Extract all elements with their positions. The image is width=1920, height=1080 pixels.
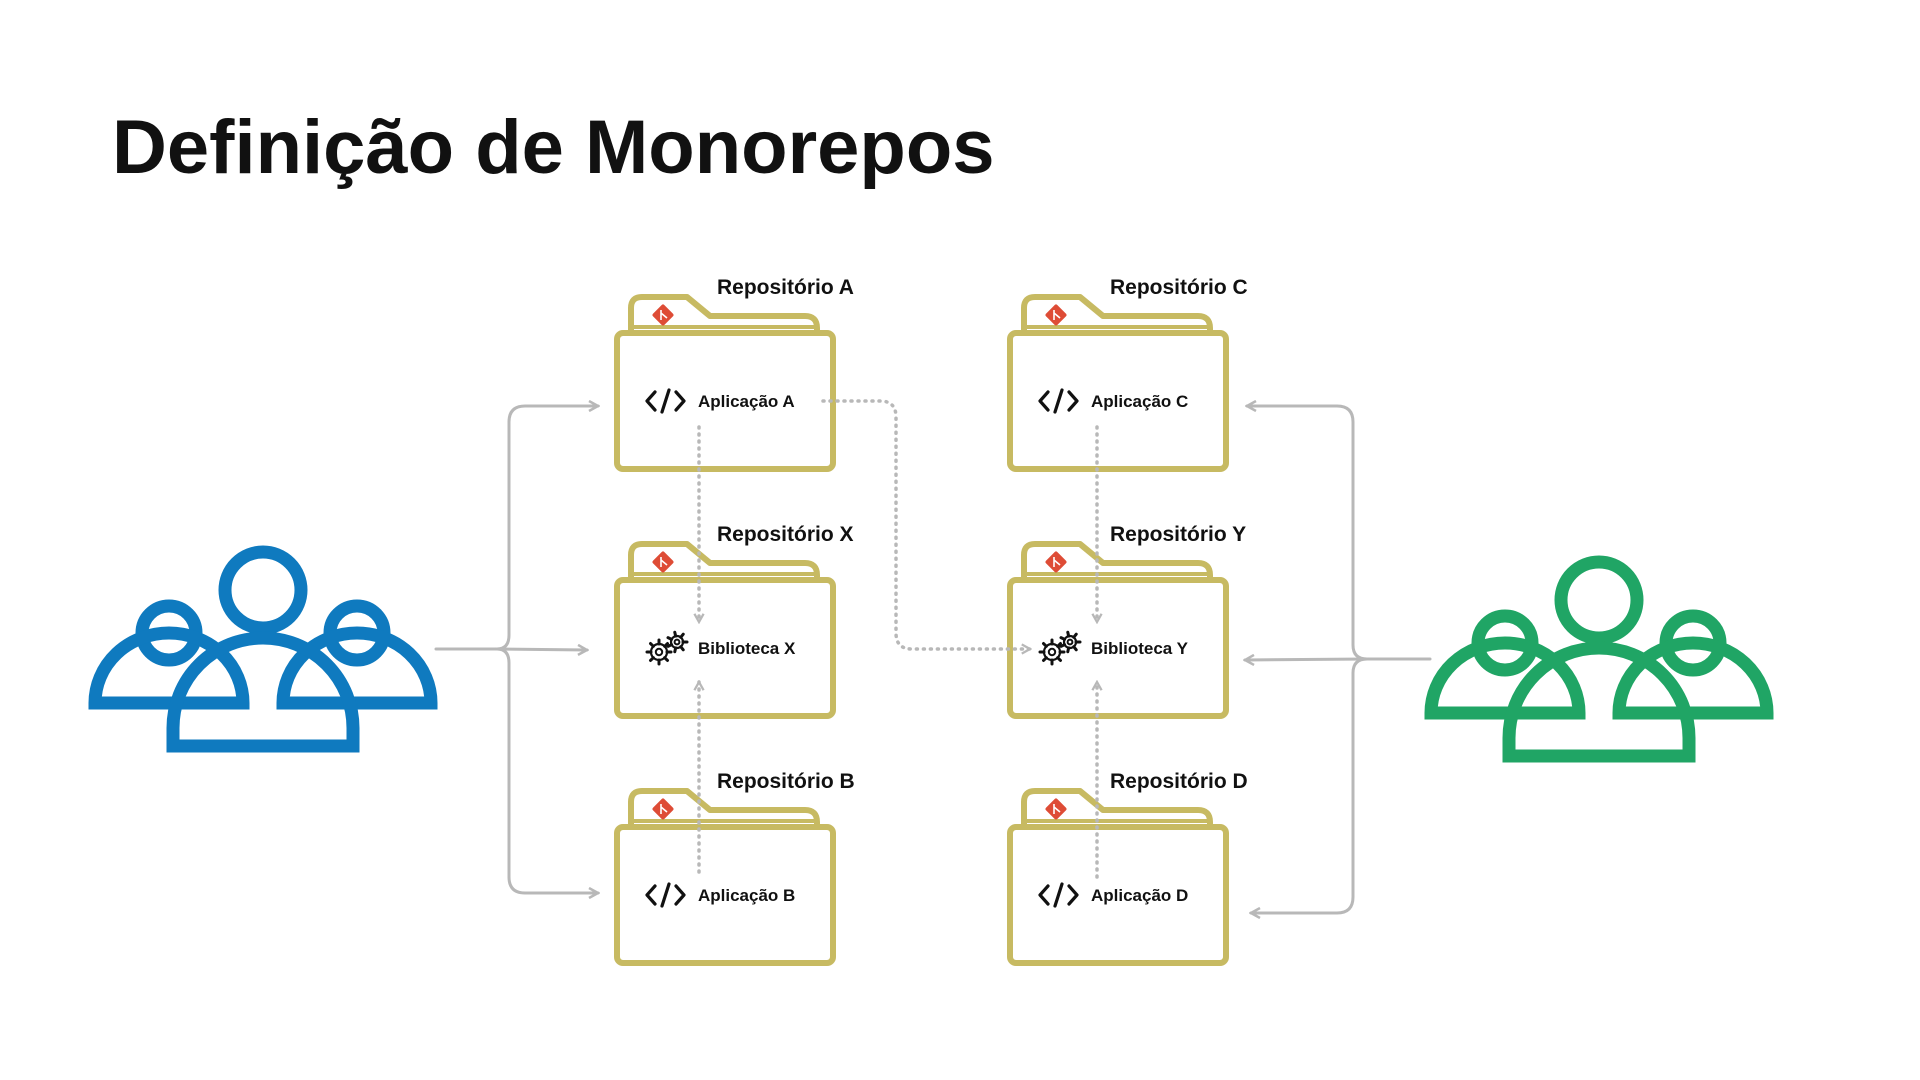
repo-name-label: Repositório X (717, 523, 854, 546)
git-icon (1045, 798, 1067, 820)
git-icon (652, 551, 674, 573)
folder-back-shape (1021, 541, 1213, 580)
repo-folder-d: Repositório D Aplicação D (1007, 770, 1248, 966)
arrow-left-to-a (495, 406, 598, 651)
repo-folder-b: Repositório B Aplicação B (614, 770, 855, 966)
folder-body (1007, 824, 1229, 966)
folder-body (1007, 330, 1229, 472)
git-icon (1045, 551, 1067, 573)
repo-name-label: Repositório D (1110, 770, 1248, 793)
repo-name-label: Repositório C (1110, 276, 1248, 299)
repo-item-label: Biblioteca Y (1091, 639, 1189, 658)
team-right-icon (1424, 555, 1774, 763)
arrow-right-to-y (1245, 659, 1369, 660)
repo-item-label: Biblioteca X (698, 639, 796, 658)
folder-back-shape (1021, 294, 1213, 333)
repo-name-label: Repositório Y (1110, 523, 1246, 546)
arrow-left-to-x (495, 649, 587, 650)
repo-folder-y: Repositório Y Biblioteca Y (1007, 523, 1246, 719)
git-icon (652, 798, 674, 820)
team-left-icon (88, 545, 438, 753)
arrow-right-to-c (1247, 406, 1369, 661)
folder-body (614, 330, 836, 472)
arrow-left-to-b (495, 647, 598, 893)
repo-item-label: Aplicação C (1091, 392, 1188, 411)
gears-icon (645, 630, 689, 666)
code-icon (1038, 882, 1079, 908)
folder-body (1007, 577, 1229, 719)
folder-body (614, 577, 836, 719)
repo-item-label: Aplicação B (698, 886, 795, 905)
repo-name-label: Repositório B (717, 770, 855, 793)
arrow-right-to-d (1251, 657, 1369, 913)
code-icon (645, 388, 686, 414)
repo-name-label: Repositório A (717, 276, 854, 299)
slide-title: Definição de Monorepos (112, 105, 995, 190)
folder-back-shape (628, 294, 820, 333)
repo-folder-a: Repositório A Aplicação A (614, 276, 854, 472)
repo-item-label: Aplicação A (698, 392, 795, 411)
dependency-arrow-a-y (821, 399, 1030, 649)
folder-body (614, 824, 836, 966)
repo-folder-x: Repositório X Biblioteca X (614, 523, 854, 719)
code-icon (1038, 388, 1079, 414)
git-icon (652, 304, 674, 326)
repo-folder-c: Repositório C Aplicação C (1007, 276, 1248, 472)
git-icon (1045, 304, 1067, 326)
repo-item-label: Aplicação D (1091, 886, 1188, 905)
code-icon (645, 882, 686, 908)
gears-icon (1038, 630, 1082, 666)
folder-back-shape (1021, 788, 1213, 827)
